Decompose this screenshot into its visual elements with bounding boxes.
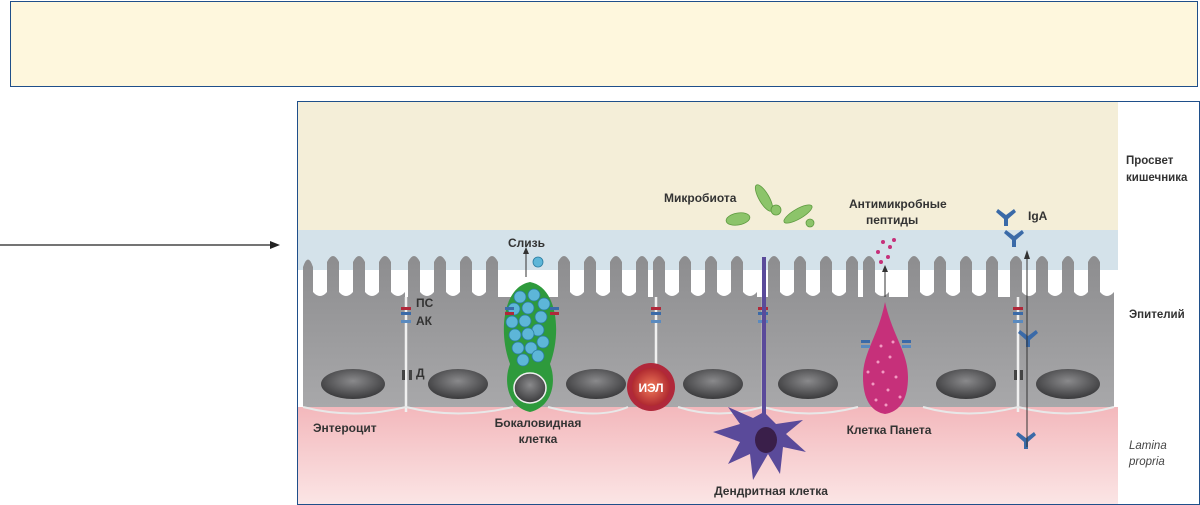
label-paneth: Клетка Панета: [847, 423, 932, 437]
label-antimicrobial-2: пептиды: [866, 213, 918, 227]
label-antimicrobial-1: Антимикробные: [849, 197, 947, 211]
enterocyte-nuclei: [321, 369, 1100, 399]
label-desmosome: Д: [416, 366, 425, 380]
label-goblet-2: клетка: [519, 432, 558, 446]
mucus-granules: [505, 288, 551, 367]
antimicrobial-peptides: [876, 238, 896, 264]
epithelium-layer: [303, 256, 1114, 407]
dendritic-cell: [713, 257, 806, 480]
intestinal-epithelium-diagram: Просвет кишечника Эпителий Lamina propri…: [297, 101, 1200, 505]
junction-markers: [401, 307, 1023, 380]
label-lumen-1: Просвет: [1126, 155, 1174, 167]
label-tight-junction: ПС: [416, 296, 434, 310]
label-lumen-2: кишечника: [1126, 172, 1188, 184]
label-adherens-junction: АК: [416, 314, 433, 328]
microbiota: [725, 184, 815, 228]
iga-molecules: [996, 209, 1038, 449]
pointer-arrow: [0, 241, 280, 249]
label-epithelium: Эпителий: [1129, 309, 1185, 321]
label-lamina-1: Lamina: [1129, 440, 1167, 452]
label-mucus: Слизь: [508, 236, 545, 250]
top-banner: [10, 1, 1198, 87]
label-goblet-1: Бокаловидная: [495, 416, 582, 430]
label-enterocyte: Энтероцит: [313, 421, 377, 435]
paneth-cell: [861, 302, 911, 414]
label-iel: ИЭЛ: [638, 381, 663, 395]
goblet-cell: [503, 282, 559, 412]
label-iga: IgA: [1028, 209, 1048, 223]
mucus-droplet: [532, 256, 544, 268]
lumen-region: [298, 102, 1199, 232]
lamina-propria-region: [298, 407, 1118, 504]
iel-cell: [627, 363, 675, 411]
label-microbiota: Микробиота: [664, 191, 737, 205]
label-lamina-2: propria: [1128, 456, 1165, 468]
label-dendritic: Дендритная клетка: [714, 484, 828, 498]
